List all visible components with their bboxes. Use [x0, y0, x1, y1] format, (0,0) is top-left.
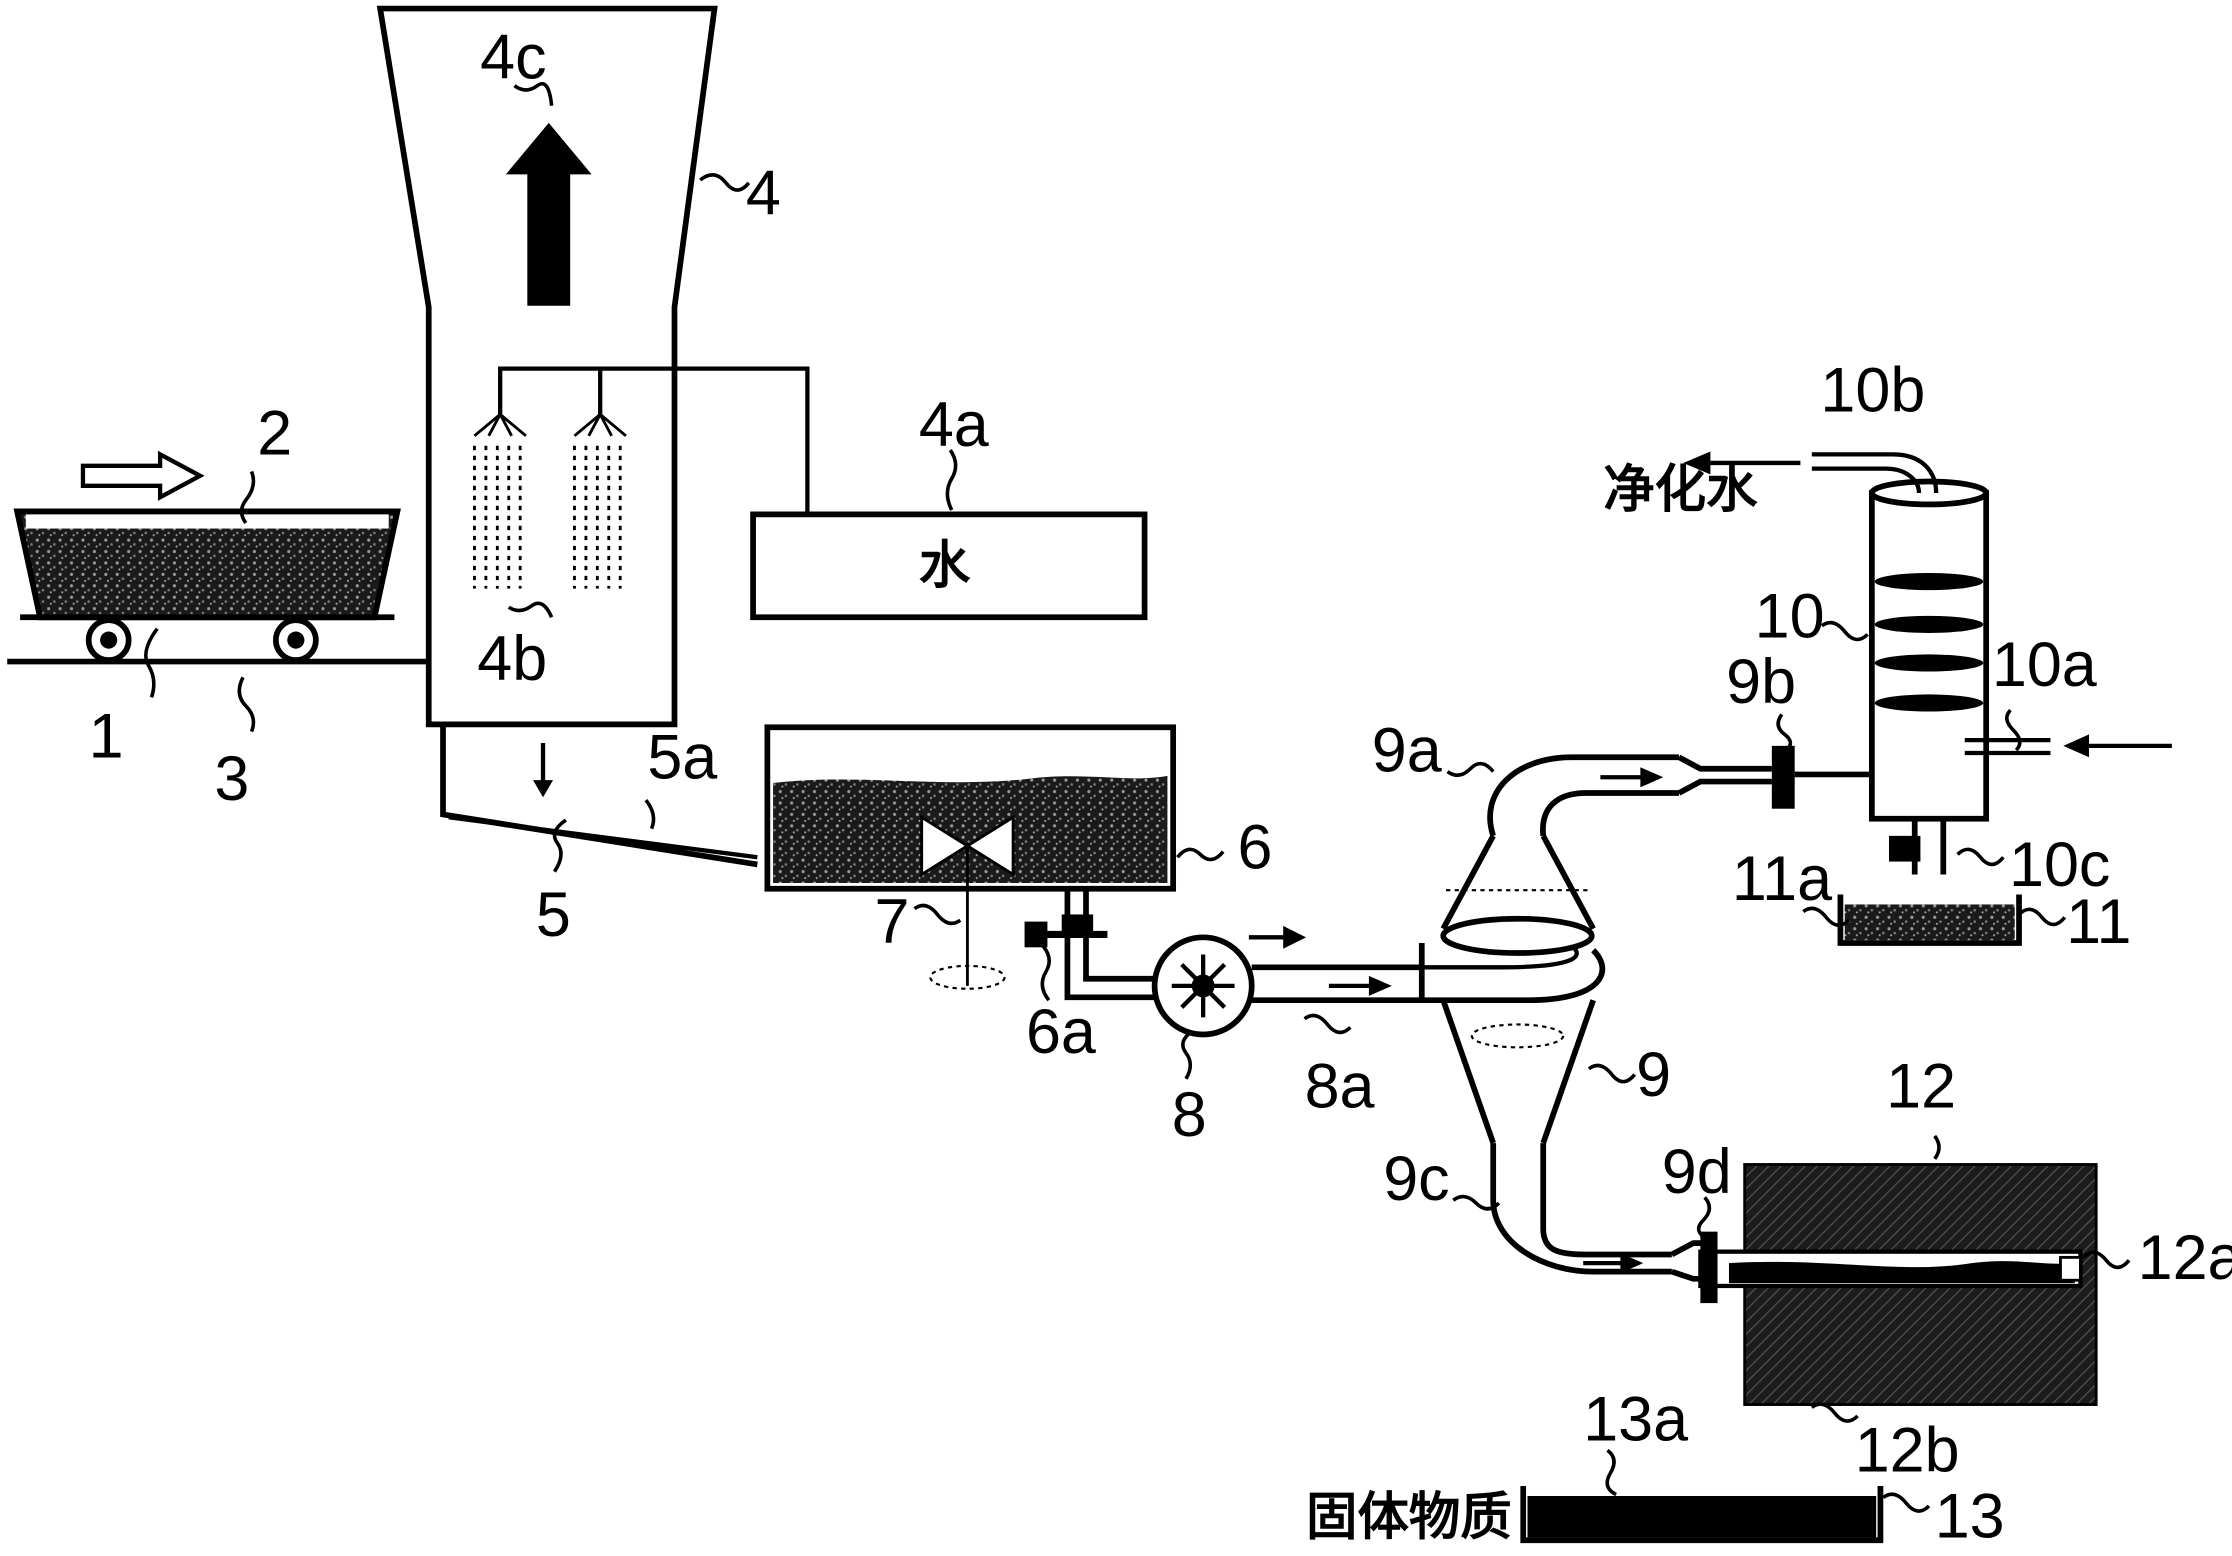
label-10c: 10c — [2009, 830, 2110, 900]
label-9d: 9d — [1662, 1137, 1732, 1207]
label-12: 12 — [1886, 1051, 1956, 1121]
label-11a: 11a — [1732, 844, 1832, 914]
label-11: 11 — [2066, 887, 2131, 957]
label-9a: 9a — [1372, 716, 1442, 786]
cart-wheel-left — [85, 617, 132, 663]
feed-direction-arrow — [80, 450, 205, 501]
label-10b: 10b — [1820, 356, 1925, 426]
label-8: 8 — [1172, 1080, 1207, 1150]
label-5a: 5a — [647, 723, 717, 793]
label-13: 13 — [1935, 1481, 2005, 1551]
label-4c: 4c — [480, 23, 546, 93]
mixing-tank — [764, 724, 1177, 990]
label-6a: 6a — [1026, 997, 1096, 1067]
water-tank — [750, 511, 1148, 621]
label-7: 7 — [875, 887, 910, 957]
leader-lines — [144, 82, 2131, 1513]
label-1: 1 — [89, 701, 124, 771]
outlet-valve — [1024, 888, 1165, 1001]
label-12b: 12b — [1855, 1416, 1960, 1486]
label-4b: 4b — [477, 624, 547, 694]
label-10a: 10a — [1992, 630, 2097, 700]
tray-13 — [1520, 1485, 1884, 1544]
purification-column — [1683, 451, 2172, 875]
label-6: 6 — [1237, 813, 1272, 883]
dryer — [1698, 1163, 2098, 1406]
exhaust-arrow — [505, 122, 592, 306]
label-2: 2 — [257, 398, 292, 468]
tray-11 — [1837, 894, 2022, 946]
purified-water-label: 净化水 — [1603, 460, 1758, 520]
feed-pipe — [1251, 964, 1422, 1004]
label-9: 9 — [1636, 1040, 1671, 1110]
spray-nozzles — [473, 366, 810, 589]
cyclone-separator — [1418, 754, 1772, 1282]
label-9c: 9c — [1383, 1144, 1449, 1214]
label-13a: 13a — [1583, 1384, 1688, 1454]
label-8a: 8a — [1305, 1051, 1375, 1121]
cart-wheel-right — [272, 617, 319, 663]
label-4: 4 — [746, 158, 781, 228]
label-5: 5 — [536, 880, 571, 950]
solid-matter-label: 固体物质 — [1306, 1488, 1512, 1548]
water-tank-label: 水 — [919, 536, 971, 596]
valve-9b — [1771, 745, 1884, 809]
label-3: 3 — [214, 744, 249, 814]
label-4a: 4a — [919, 390, 989, 460]
label-9b: 9b — [1726, 647, 1796, 717]
label-10: 10 — [1755, 581, 1825, 651]
chute — [440, 724, 758, 868]
label-12a: 12a — [2138, 1223, 2232, 1293]
pump — [1151, 925, 1307, 1038]
cart — [13, 508, 401, 663]
